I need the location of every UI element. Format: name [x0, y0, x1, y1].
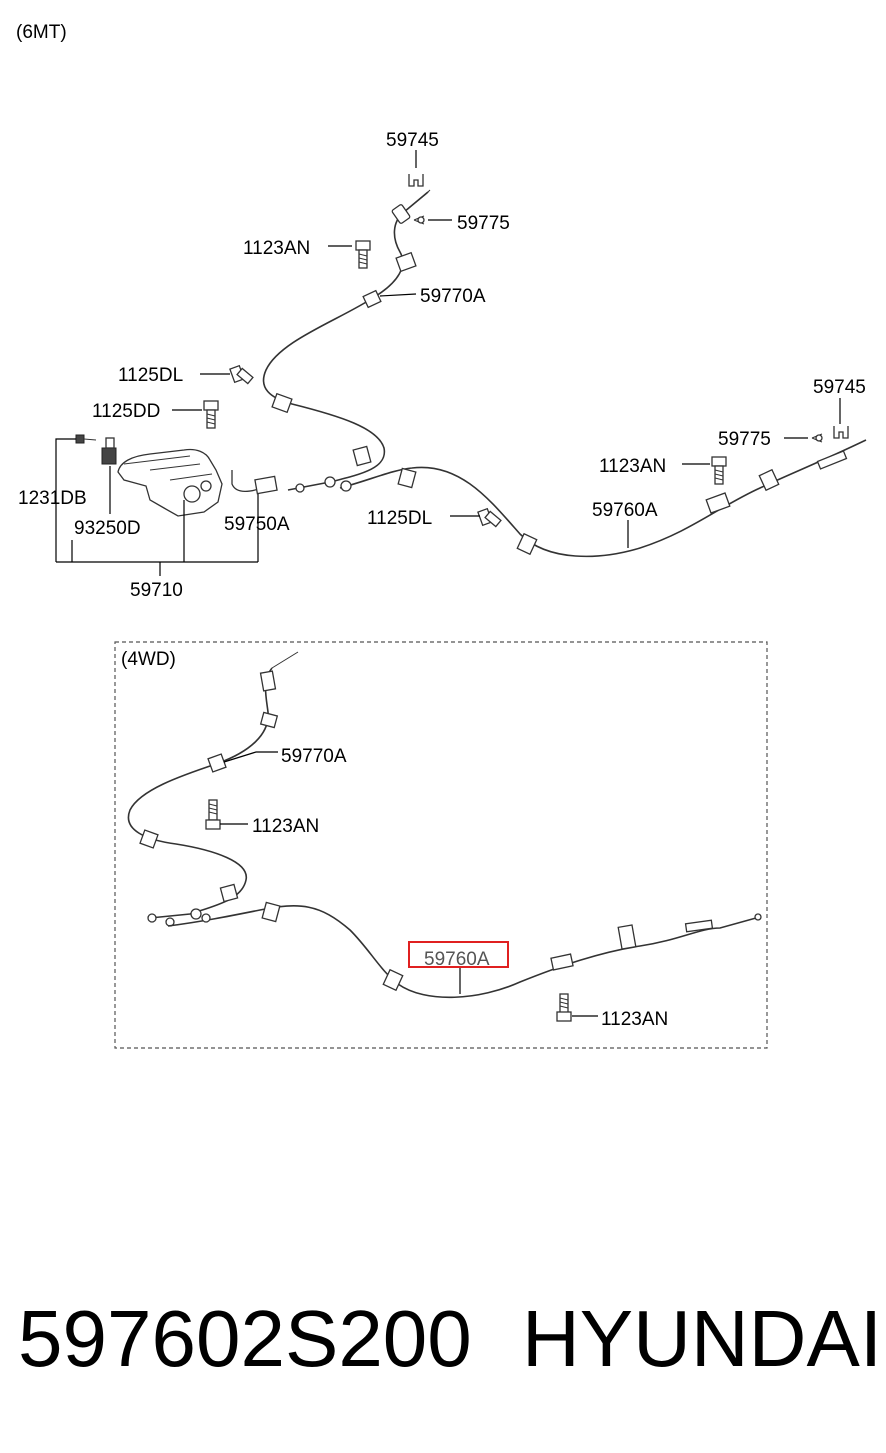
highlight-box [408, 941, 509, 968]
cable-59760a-4wd [167, 901, 762, 999]
bolt-1123an-4wd-bottom [556, 993, 572, 1022]
cable-59760a-6mt [339, 439, 867, 558]
label-59710: 59710 [130, 580, 183, 601]
label-59745-right: 59745 [813, 377, 866, 398]
label-1123an-4wd-mid: 1123AN [252, 816, 319, 837]
variant-4wd-frame [114, 641, 768, 1049]
label-59775-right: 59775 [718, 429, 771, 450]
label-59775-top: 59775 [457, 213, 510, 234]
bolt-1125dl-mid [477, 507, 502, 528]
bolt-1123an-top [355, 240, 371, 269]
bolt-1125dl-left [229, 364, 254, 385]
bolt-1123an-4wd-mid [205, 799, 221, 830]
screw-1231db [75, 434, 97, 444]
label-1123an-4wd-bottom: 1123AN [601, 1009, 668, 1030]
pin-59775-right [811, 433, 823, 443]
cable-59770a-6mt [262, 189, 431, 493]
clip-59745-right [833, 426, 849, 439]
pin-59775-top [413, 215, 425, 225]
bolt-1125dd [203, 400, 219, 429]
label-59760a: 59760A [592, 500, 658, 521]
leader-lines-4wd [220, 751, 598, 1017]
part-number: 597602S200 [18, 1294, 472, 1383]
label-1123an-top: 1123AN [243, 238, 310, 259]
switch-93250d [101, 437, 117, 465]
label-1125dl-mid: 1125DL [367, 508, 432, 529]
variant-4wd-label: (4WD) [121, 649, 176, 670]
label-1125dl-left: 1125DL [118, 365, 183, 386]
cable-59770a-4wd [127, 651, 299, 927]
label-1231db: 1231DB [18, 488, 87, 509]
leader-lines-6mt [55, 150, 841, 576]
brand-name: HYUNDAI [522, 1294, 882, 1383]
label-1125dd: 1125DD [92, 401, 160, 422]
bolt-1123an-right [711, 456, 727, 485]
label-59745-top: 59745 [386, 130, 439, 151]
label-1123an-right: 1123AN [599, 456, 666, 477]
label-93250d: 93250D [74, 518, 141, 539]
clip-59745-top [408, 174, 424, 187]
label-59770a-top: 59770A [420, 286, 486, 307]
label-59760a-4wd-highlight: 59760A [424, 949, 490, 970]
brake-lever-59710 [117, 448, 278, 517]
label-59770a-4wd: 59770A [281, 746, 347, 767]
variant-6mt-label: (6MT) [16, 22, 67, 43]
label-59750a: 59750A [224, 514, 290, 535]
